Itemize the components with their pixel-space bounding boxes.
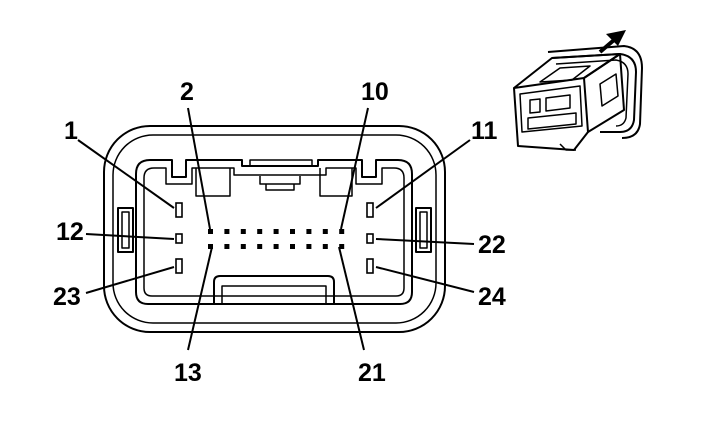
side-latch-right (415, 207, 432, 253)
body-flange (547, 45, 643, 139)
pin-2 (208, 229, 213, 234)
pin-5 (257, 229, 263, 234)
pin-23 (175, 258, 183, 274)
pin-10 (339, 229, 345, 234)
front-window-1 (529, 98, 541, 114)
top-rib-left (195, 168, 231, 197)
bottom-tab (559, 143, 576, 151)
leader-pin-11 (375, 139, 471, 209)
connector-face (103, 125, 446, 333)
direction-arrow-icon (598, 30, 626, 54)
top-latch (539, 65, 591, 83)
body-side (583, 53, 625, 133)
front-window-2 (545, 94, 571, 112)
label-pin-11: 11 (471, 117, 498, 145)
pin-1 (175, 202, 183, 218)
pin-20 (322, 244, 328, 249)
pin-9 (322, 229, 328, 234)
label-pin-1: 1 (64, 117, 78, 145)
pin-6 (273, 229, 279, 234)
polarizing-key (249, 159, 313, 191)
label-pin-10: 10 (361, 78, 389, 106)
pin-11 (366, 202, 374, 218)
bottom-key-slot-inner (221, 285, 327, 304)
pin-12 (175, 233, 183, 244)
side-latch-right-inner (419, 211, 428, 249)
cavity-inner-edge (143, 167, 405, 297)
leader-pin-23 (85, 266, 175, 294)
leader-pin-2 (187, 107, 211, 230)
label-pin-23: 23 (53, 283, 81, 311)
leader-pin-12 (85, 233, 175, 240)
label-pin-12: 12 (56, 218, 84, 246)
pin-15 (240, 244, 246, 249)
label-pin-24: 24 (478, 283, 506, 311)
pin-16 (257, 244, 263, 249)
pin-14 (224, 244, 230, 249)
pin-24 (366, 258, 374, 274)
side-latch-left-inner (121, 211, 130, 249)
pin-labels: 1 2 10 11 12 22 23 24 13 21 (53, 78, 506, 387)
pin-3 (224, 229, 230, 234)
pin-22 (366, 233, 374, 244)
pin-7 (290, 229, 295, 234)
small-pin-grid (208, 229, 345, 249)
cavity-outline (135, 159, 413, 305)
pin-17 (273, 244, 279, 249)
top-rib-right (319, 168, 353, 197)
leader-pin-22 (375, 238, 475, 245)
body-rear (551, 53, 637, 133)
front-slot (527, 112, 577, 130)
housing-outer (103, 125, 446, 333)
pin-19 (306, 244, 312, 249)
pin-4 (240, 229, 246, 234)
label-pin-2: 2 (180, 78, 194, 106)
bottom-key-slot (213, 275, 335, 304)
leader-pin-1 (77, 139, 175, 209)
pin-8 (306, 229, 312, 234)
pin-18 (290, 244, 295, 249)
leader-pin-24 (375, 266, 475, 293)
body-front (513, 77, 589, 151)
front-recess (519, 85, 583, 133)
leader-pin-13 (187, 246, 213, 351)
label-pin-13: 13 (174, 359, 202, 387)
pin-21 (339, 244, 345, 249)
side-latch (599, 73, 619, 107)
label-pin-21: 21 (358, 359, 386, 387)
leader-pin-21 (338, 246, 365, 351)
body-top (513, 53, 621, 89)
connector-3d-view-icon (513, 45, 643, 151)
housing-outer-inner-edge (112, 134, 437, 324)
side-latch-left (117, 207, 134, 253)
label-pin-22: 22 (478, 231, 506, 259)
pin-13 (208, 244, 213, 249)
leader-pin-10 (340, 107, 369, 230)
leader-lines (77, 107, 475, 351)
